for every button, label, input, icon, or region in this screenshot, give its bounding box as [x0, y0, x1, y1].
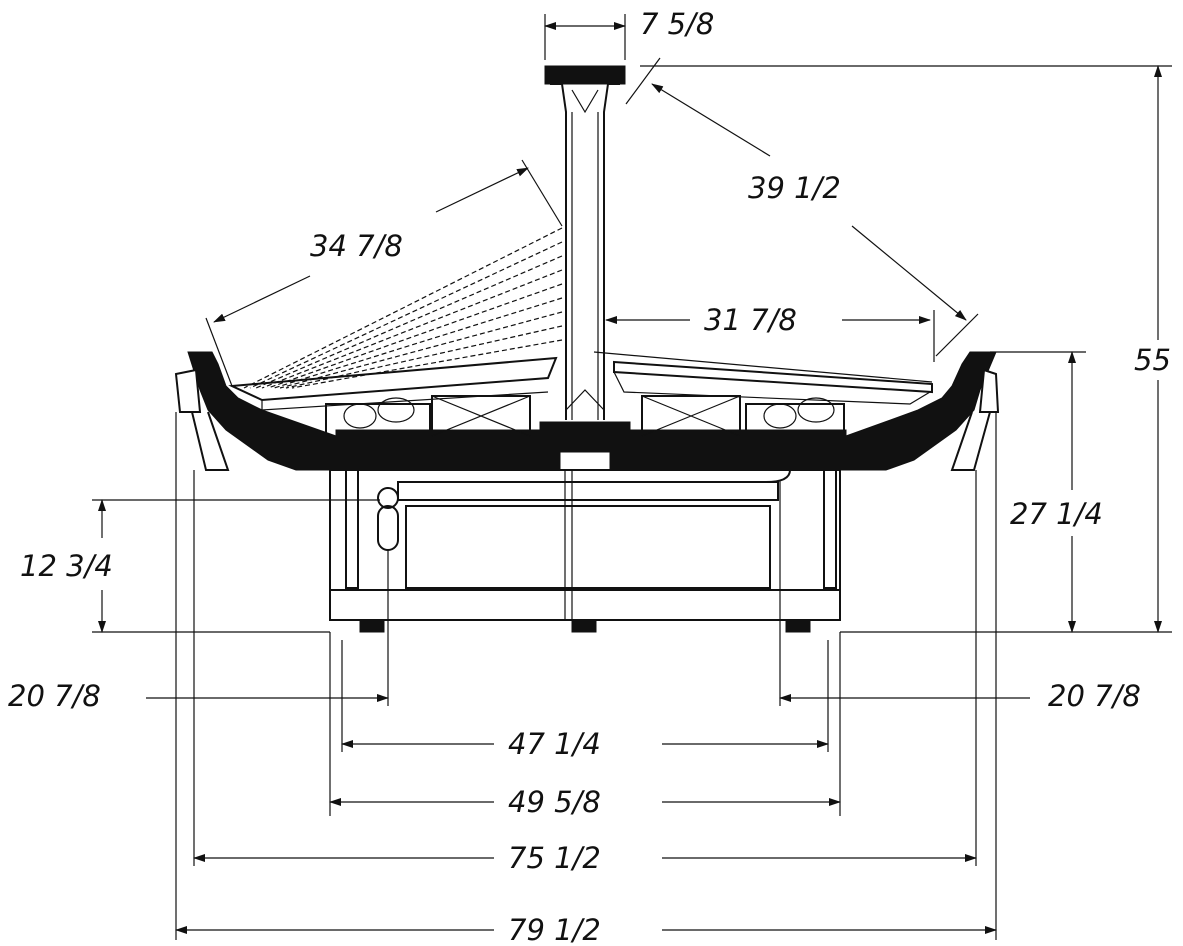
dimension-lines	[92, 14, 1172, 940]
lower-cabinet	[329, 453, 841, 633]
dim-canopy-diagonal-left: 34 7/8	[310, 229, 403, 263]
fixture-body	[174, 65, 1000, 633]
motor-boxes	[325, 395, 845, 441]
left-shelf	[228, 356, 558, 402]
dim-overall-height: 55	[1134, 343, 1171, 377]
post-cap	[544, 65, 626, 85]
left-canopy-rays	[243, 227, 563, 389]
dim-deck-width: 75 1/2	[508, 841, 601, 875]
dimension-labels: 7 5/8 39 1/2 34 7/8 31 7/8 55 27 1/4 12 …	[8, 7, 1171, 946]
dim-offset-left: 20 7/8	[8, 679, 101, 713]
dim-base-inner: 47 1/4	[508, 727, 601, 761]
dim-overall-width: 79 1/2	[508, 913, 601, 946]
dim-offset-right: 20 7/8	[1048, 679, 1141, 713]
post-bracket	[550, 83, 620, 420]
dim-tray-width: 31 7/8	[704, 303, 797, 337]
dim-canopy-diagonal-right: 39 1/2	[748, 171, 841, 205]
dim-top-post-width: 7 5/8	[640, 7, 714, 41]
dim-case-height: 27 1/4	[1010, 497, 1103, 531]
dim-lower-height: 12 3/4	[20, 549, 113, 583]
dim-base-outer: 49 5/8	[508, 785, 601, 819]
right-shelf	[613, 360, 933, 394]
